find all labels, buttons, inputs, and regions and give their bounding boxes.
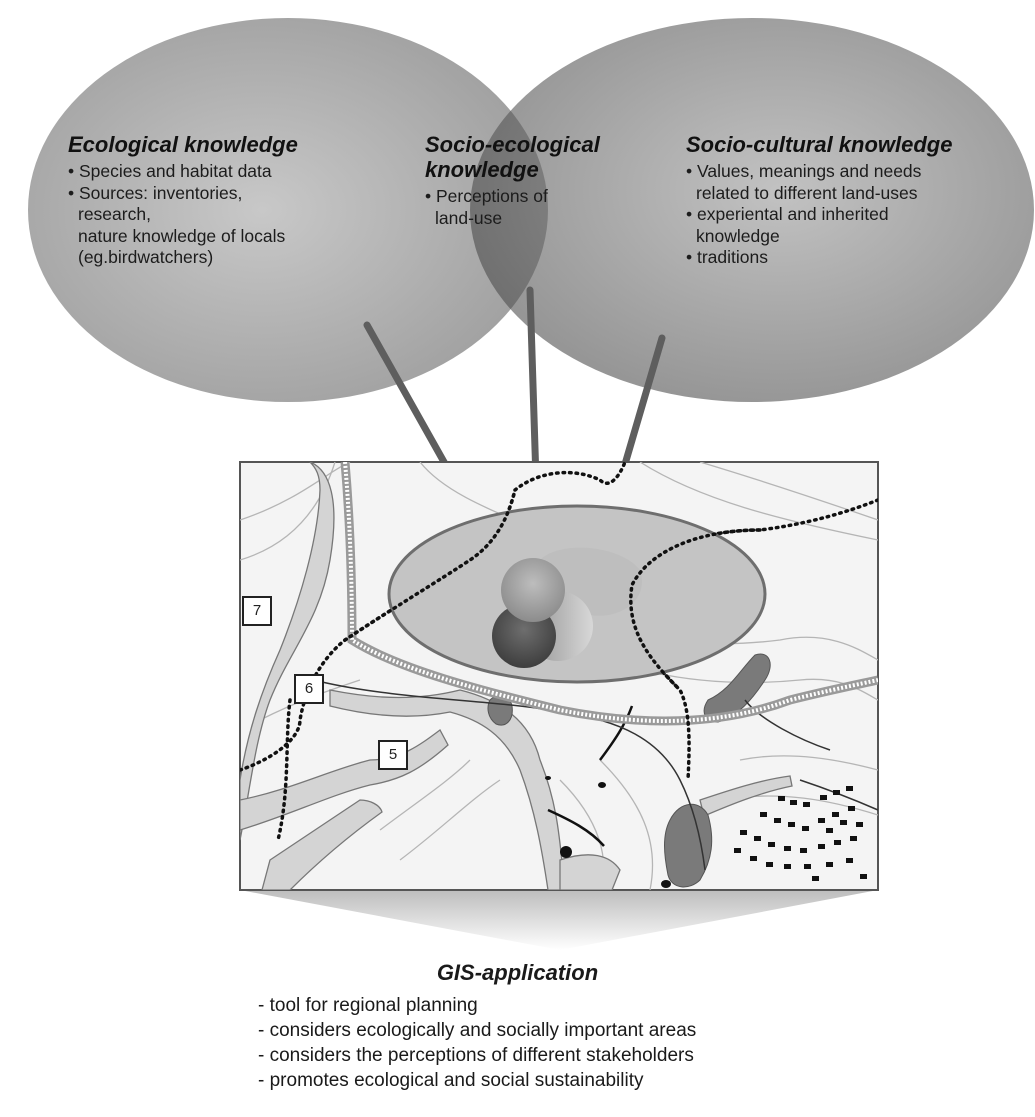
socio-ecological-text: Socio-ecological knowledge • Perceptions… <box>425 132 600 229</box>
list-item: - considers the perceptions of different… <box>258 1045 694 1066</box>
list-item: - considers ecologically and socially im… <box>258 1020 697 1041</box>
socio-ecological-heading-line1: Socio-ecological <box>425 132 600 157</box>
list-item: - tool for regional planning <box>258 995 478 1016</box>
highway <box>340 462 878 726</box>
overlapping-circles <box>492 558 593 668</box>
arrow-socio-ecological <box>526 286 540 484</box>
list-item: land-use <box>435 207 503 228</box>
list-item: nature knowledge of locals <box>78 225 286 246</box>
venn-diagram <box>28 18 1034 402</box>
list-item: • traditions <box>686 247 768 267</box>
ecological-ellipse <box>28 18 548 402</box>
list-item: related to different land-uses <box>696 182 918 203</box>
socio-ecological-heading-line2: knowledge <box>425 157 539 182</box>
list-item: • Species and habitat data <box>68 161 272 181</box>
river-south <box>329 689 566 890</box>
socio-ecological-bullets: • Perceptions of land-use <box>425 186 600 229</box>
list-item: • Values, meanings and needs <box>686 161 922 181</box>
ecological-bullets: • Species and habitat data • Sources: in… <box>68 161 298 269</box>
settlement <box>734 786 867 881</box>
list-item: knowledge <box>696 225 780 246</box>
socio-cultural-bullets: • Values, meanings and needs related to … <box>686 161 952 269</box>
map-label-7: 7 <box>242 596 272 626</box>
river-sw <box>240 729 449 831</box>
map-label-5: 5 <box>378 740 408 770</box>
gis-features-list: - tool for regional planning - considers… <box>258 993 696 1093</box>
list-item: - promotes ecological and social sustain… <box>258 1070 644 1091</box>
map-funnel <box>240 890 878 950</box>
list-item: • Perceptions of <box>425 186 548 206</box>
list-item: research, <box>78 204 151 224</box>
socio-cultural-text: Socio-cultural knowledge • Values, meani… <box>686 132 952 269</box>
gis-map <box>239 461 879 891</box>
list-item: • experiental and inherited <box>686 204 889 224</box>
river-west <box>240 462 335 841</box>
ecological-heading: Ecological knowledge <box>68 132 298 157</box>
lake-south <box>664 803 713 888</box>
list-item: (eg.birdwatchers) <box>78 247 214 267</box>
map-label-6: 6 <box>294 674 324 704</box>
ecological-text: Ecological knowledge • Species and habit… <box>68 132 298 269</box>
socio-cultural-heading: Socio-cultural knowledge <box>686 132 953 157</box>
socio-cultural-ellipse <box>470 18 1034 402</box>
gis-title: GIS-application <box>436 960 599 985</box>
list-item: • Sources: inventories, <box>68 182 243 203</box>
